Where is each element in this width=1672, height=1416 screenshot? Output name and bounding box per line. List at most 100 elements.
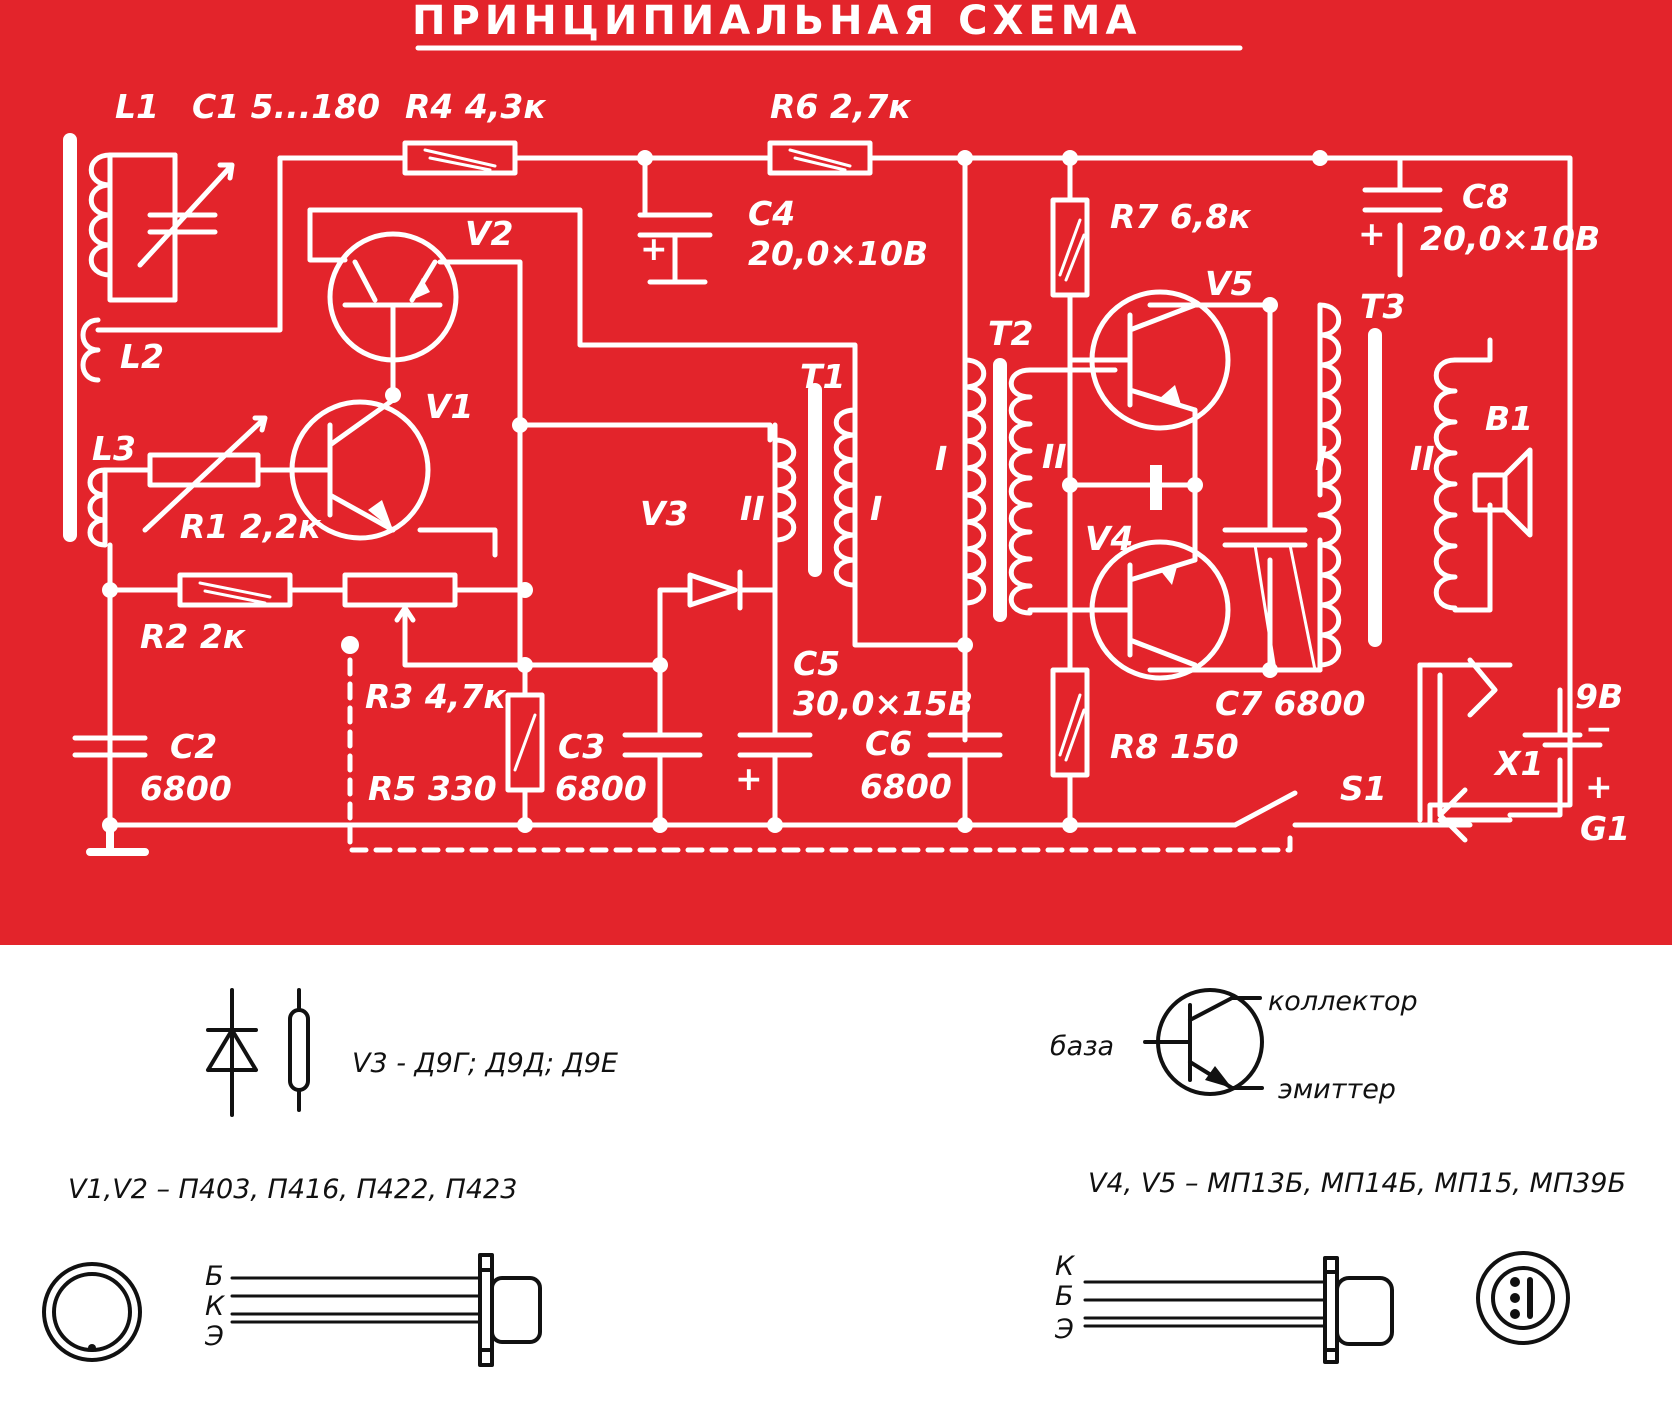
c3-capacitor [622,732,703,758]
wires [63,133,1573,856]
pin-right-b: Б [1055,1281,1074,1312]
label-b1: B1 [1485,399,1533,438]
label-c3-value: 6800 [555,769,647,808]
r3-wiper [394,605,416,631]
label-r2: R2 2к [140,617,247,656]
l3-coil [87,467,108,548]
label-battery-plus: + [1585,767,1613,806]
c2-capacitor [72,735,148,758]
transistors [289,231,1231,681]
r1-variable-arrow [142,415,268,533]
label-c8-polarity: + [1358,214,1386,253]
label-c5-name: C5 [793,644,840,683]
inductors [80,152,1458,668]
label-t3: T3 [1360,287,1405,326]
legend-panel [0,945,1672,1416]
label-g1: G1 [1580,809,1630,848]
legend-collector-label: коллектор [1268,986,1418,1017]
component-labels: L1 C1 5...180 R4 4,3к R6 2,7к C4 20,0×10… [92,87,1630,848]
pin-left-b: Б [205,1261,224,1292]
legend-v4v5-types: V4, V5 – МП13Б, МП14Б, МП15, МП39Б [1088,1168,1626,1199]
l1-coil [88,152,113,278]
c8-capacitor [1362,187,1443,213]
b1-speaker [1472,447,1533,538]
label-l3: L3 [92,429,136,468]
c1-capacitor [147,212,218,235]
label-t2-w2: II [1042,437,1067,476]
label-v5: V5 [1205,264,1254,303]
junction-dots [102,150,1328,833]
label-c1: C1 5...180 [192,87,380,126]
label-r5: R5 330 [368,769,497,808]
v4v5-package-drawing [1083,1251,1570,1364]
label-r3: R3 4,7к [365,677,507,716]
label-r7: R7 6,8к [1110,197,1252,236]
label-t1-w2: II [740,489,765,528]
legend-v1v2-types: V1,V2 – П403, П416, П422, П423 [68,1174,517,1205]
label-t1-w1: I [870,489,882,528]
pin-right-k: К [1055,1251,1076,1282]
label-t3-w1: I [1315,439,1327,478]
label-l2: L2 [120,337,164,376]
label-c3-name: C3 [558,727,605,766]
t1-winding-ii [772,437,797,543]
legend-transistor-symbol [1143,988,1264,1096]
label-c2-value: 6800 [140,769,232,808]
t3-winding-ii [1433,357,1458,611]
r2-resistor [177,572,293,608]
v3-diode [687,569,743,611]
legend-diode-text: V3 - Д9Г; Д9Д; Д9Е [352,1048,618,1079]
label-r6: R6 2,7к [770,87,912,126]
v1v2-package-drawing [42,1253,542,1367]
label-v1: V1 [425,387,474,426]
label-c6-name: C6 [865,724,912,763]
label-t2: T2 [988,314,1033,353]
label-c8-value: 20,0×10В [1420,219,1600,258]
label-t2-w1: I [935,439,947,478]
label-t1: T1 [800,357,845,396]
pin-left-k: К [205,1291,226,1322]
capacitors [72,155,1443,758]
s1-switch [1232,790,1298,828]
r1-resistor [147,452,261,488]
label-r1: R1 2,2к [180,507,322,546]
page-title: ПРИНЦИПИАЛЬНАЯ СХЕМА [412,0,1141,44]
c1-variable-arrow [137,162,235,268]
label-v2: V2 [465,214,514,253]
switch-link-dashed [347,657,1293,853]
label-r8: R8 150 [1110,727,1239,766]
label-c7: C7 6800 [1215,684,1366,723]
label-c4-value: 20,0×10В [748,234,928,273]
legend-emitter-label: эмиттер [1278,1074,1396,1105]
c4-capacitor [637,155,713,285]
label-c6-value: 6800 [860,767,952,806]
battery-jack [1437,657,1603,843]
label-c5-polarity: + [735,759,763,798]
label-c5-value: 30,0×15В [793,684,973,723]
label-x1: X1 [1493,744,1543,783]
legend-diode-symbol [206,988,310,1117]
label-battery-minus: − [1585,709,1613,748]
label-l1: L1 [115,87,159,126]
pin-right-e: Э [1054,1314,1074,1345]
r3-switch-pivot [341,636,359,654]
resistors [142,140,1090,793]
t2-winding-ii [1008,367,1033,616]
t2-winding-i [962,357,987,606]
label-battery-voltage: 9В [1575,677,1623,716]
t3-winding-i [1317,302,1342,668]
label-c2-name: C2 [170,727,217,766]
c7-capacitor [1222,527,1308,548]
l2-coil [80,317,101,383]
label-v4: V4 [1085,519,1134,558]
pin-left-e: Э [204,1321,224,1352]
label-t3-w2: II [1410,439,1435,478]
label-v3: V3 [640,494,689,533]
legend-base-label: база [1050,1031,1114,1062]
t1-winding-i [833,407,858,588]
label-c4-polarity: + [640,229,668,268]
c5-capacitor [737,732,813,758]
label-c8-name: C8 [1462,177,1509,216]
